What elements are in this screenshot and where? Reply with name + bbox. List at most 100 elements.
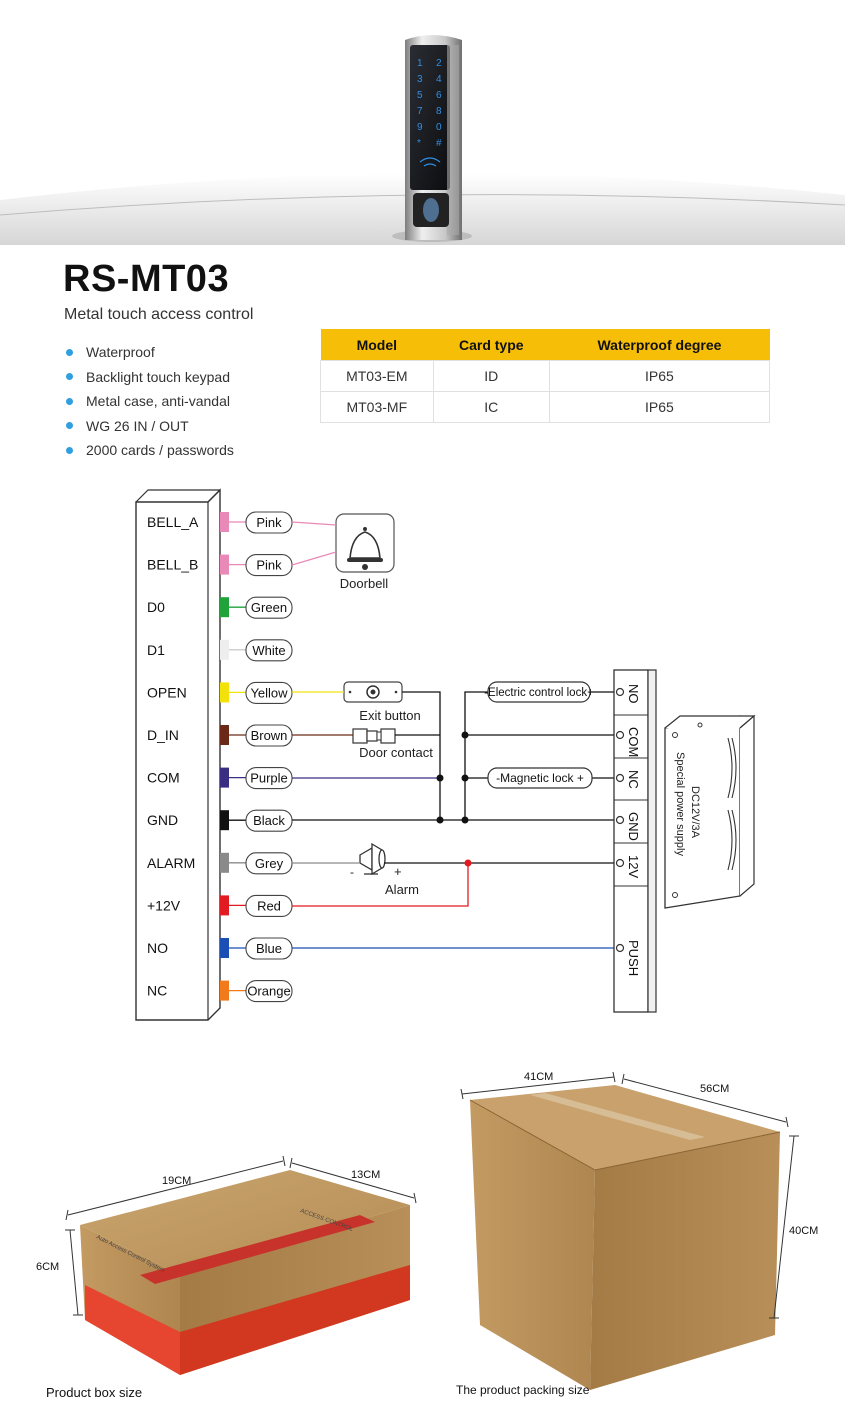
- wire-color-label: White: [252, 643, 285, 658]
- electric-lock: -Electric control lock+: [484, 681, 594, 703]
- doorbell: Doorbell: [335, 513, 395, 591]
- exit-button-label: Exit button: [359, 708, 420, 723]
- electric-lock-label: -Electric control lock+: [484, 687, 594, 699]
- keypad-key: *: [417, 138, 421, 149]
- alarm-minus: -: [350, 865, 354, 879]
- bullet-icon: [66, 446, 73, 454]
- wire-color-pill: [245, 980, 293, 1003]
- door-contact: Door contact: [352, 728, 433, 760]
- feature-item: WG 26 IN / OUT: [64, 414, 234, 439]
- packing-box-length: 41CM: [524, 1071, 553, 1083]
- table-row: MT03-MF IC IP65: [320, 391, 771, 423]
- wire-color-marker: [220, 895, 229, 916]
- cell-card-type: ID: [432, 360, 550, 392]
- terminal-label: ALARM: [147, 855, 195, 871]
- wire-color-marker: [220, 639, 229, 660]
- header-model: Model: [320, 329, 434, 361]
- doorbell-label: Doorbell: [340, 576, 389, 591]
- keypad-key: 2: [436, 58, 442, 69]
- wire-color-marker: [220, 682, 229, 703]
- psu-terminal-label: NO: [626, 684, 641, 704]
- keypad-key: 0: [436, 122, 442, 133]
- door-contact-label: Door contact: [359, 745, 433, 760]
- bullet-icon: [66, 373, 73, 381]
- header-waterproof: Waterproof degree: [549, 329, 770, 361]
- magnetic-lock-label: -Magnetic lock +: [496, 771, 584, 785]
- controller-terminal-block: [135, 488, 221, 1021]
- terminal-label: NC: [147, 983, 167, 999]
- psu-screw: [615, 730, 625, 740]
- terminal-label: NO: [147, 940, 168, 956]
- product-title: RS-MT03: [63, 258, 230, 300]
- wire-color-label: Red: [257, 898, 281, 913]
- box-size-section: Auto Access Control System ACCESS CONTRO…: [36, 1071, 818, 1390]
- wire-color-marker: [220, 512, 229, 532]
- spec-table: Model Card type Waterproof degree MT03-E…: [320, 329, 771, 423]
- psu-screw: [615, 943, 625, 953]
- wire-color-label: Pink: [256, 558, 282, 573]
- wire-color-pill: [245, 554, 293, 577]
- wire-color-label: Blue: [256, 941, 282, 956]
- terminal-label: GND: [147, 812, 178, 828]
- keypad-key: 1: [417, 58, 423, 69]
- wire-color-marker: [220, 810, 229, 831]
- feature-item: Backlight touch keypad: [64, 365, 234, 390]
- wire-color-label: Brown: [251, 728, 288, 743]
- psu-terminal-label: GND: [626, 812, 641, 841]
- product-subtitle: Metal touch access control: [64, 306, 254, 323]
- alarm-plus: +: [394, 864, 402, 879]
- keypad-key: #: [436, 138, 442, 149]
- wire-color-marker: [220, 852, 229, 873]
- psu-screw: [615, 687, 625, 697]
- product-box-height: 6CM: [36, 1261, 59, 1273]
- psu-rating: DC12V/3A: [689, 786, 701, 839]
- psu-description: Special power supply: [674, 752, 686, 856]
- wire-color-marker: [220, 554, 229, 575]
- terminal-label: BELL_B: [147, 557, 198, 573]
- packing-box-height: 40CM: [789, 1225, 818, 1237]
- product-box: Auto Access Control System ACCESS CONTRO…: [80, 1170, 410, 1375]
- psu-terminal-label: NC: [626, 770, 641, 789]
- wire-color-pill: [245, 809, 293, 832]
- keypad-key: 7: [417, 106, 423, 117]
- cell-card-type: IC: [432, 391, 550, 423]
- wire-color-label: Green: [251, 600, 287, 615]
- table-row: MT03-EM ID IP65: [320, 360, 771, 392]
- psu-screw: [615, 815, 625, 825]
- terminal-label: D1: [147, 642, 165, 658]
- terminal-label: OPEN: [147, 684, 187, 700]
- feature-list: Waterproof Backlight touch keypad Metal …: [64, 340, 234, 463]
- wire-color-label: Orange: [247, 984, 290, 999]
- wire-color-marker: [220, 597, 229, 618]
- spec-table-header: Model Card type Waterproof degree: [320, 329, 770, 361]
- keypad-key: 4: [436, 74, 442, 85]
- wire-color-label: Pink: [256, 515, 282, 530]
- cell-model: MT03-MF: [320, 391, 434, 423]
- packing-box-width: 56CM: [700, 1083, 729, 1095]
- product-box-caption: Product box size: [46, 1385, 143, 1400]
- psu-terminal-strip: [613, 669, 657, 1013]
- feature-item: 2000 cards / passwords: [64, 438, 234, 463]
- feature-item: Waterproof: [64, 340, 234, 365]
- psu-terminal-label: 12V: [626, 855, 641, 878]
- psu-screw: [615, 773, 625, 783]
- keypad-key: 8: [436, 106, 442, 117]
- terminal-label: COM: [147, 770, 180, 786]
- keypad-key: 9: [417, 122, 423, 133]
- header-card-type: Card type: [433, 329, 550, 361]
- bullet-icon: [66, 422, 73, 430]
- wire-color-marker: [220, 767, 229, 788]
- bullet-icon: [66, 348, 73, 356]
- keypad-key: 3: [417, 74, 423, 85]
- wire-color-marker: [220, 938, 229, 958]
- psu-terminal-label: PUSH: [626, 940, 641, 976]
- wire-color-label: Yellow: [250, 685, 288, 700]
- keypad-key: 5: [417, 90, 423, 101]
- psu-screw: [615, 858, 625, 868]
- exit-button: Exit button: [343, 681, 421, 723]
- wire-color-label: Purple: [250, 771, 288, 786]
- wire-color-pill: [245, 639, 293, 662]
- cell-waterproof: IP65: [548, 391, 771, 423]
